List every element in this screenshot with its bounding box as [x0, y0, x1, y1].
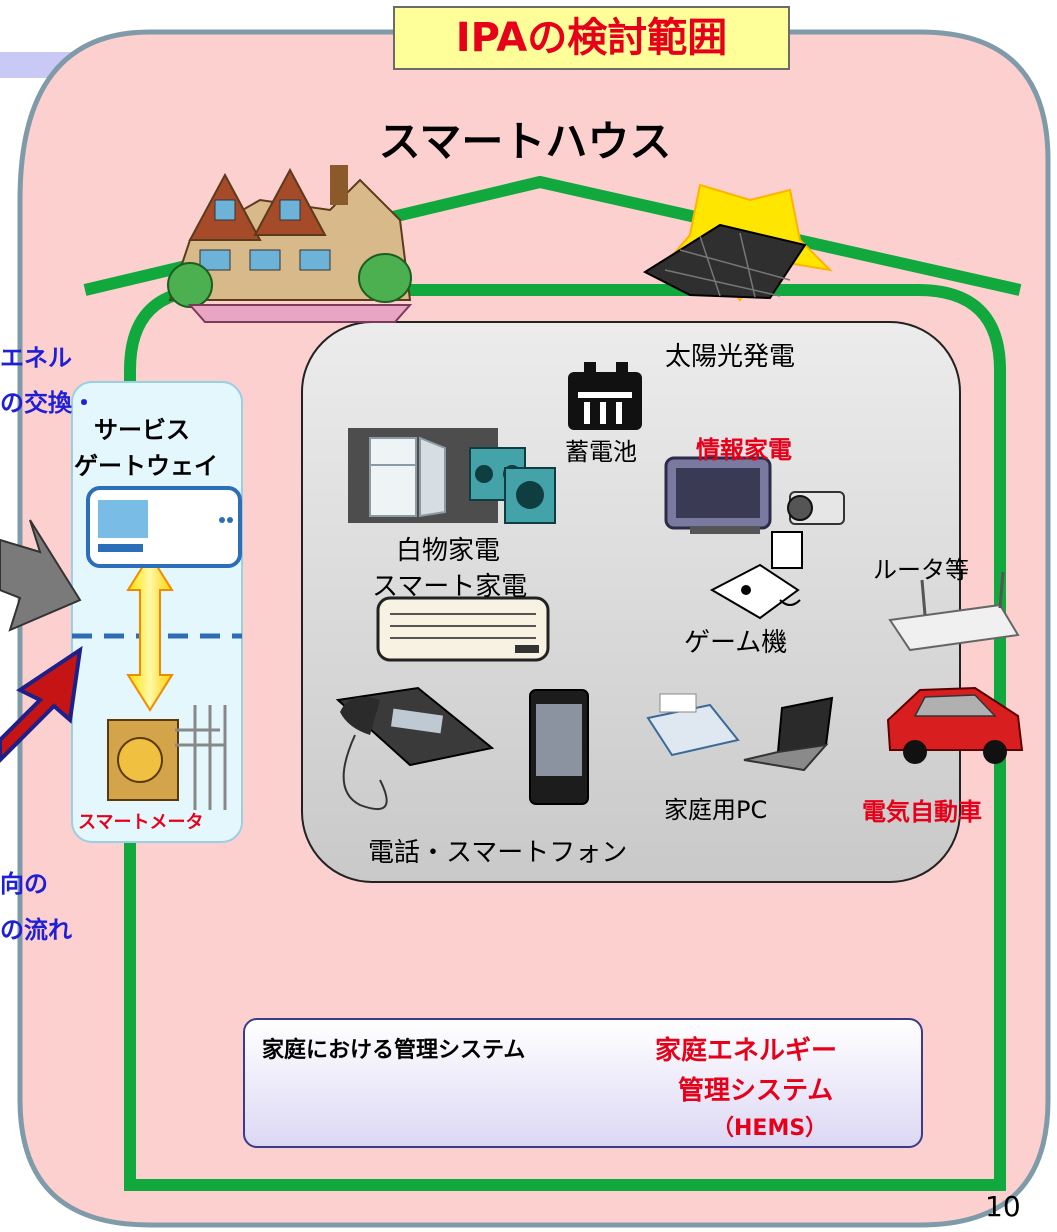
air-conditioner-icon	[376, 596, 550, 662]
camcorder-icon	[787, 491, 845, 525]
info-appliances-label: 情報家電	[696, 436, 792, 464]
left-top-label-1: エネル	[0, 344, 72, 372]
hems-label-3: （HEMS）	[712, 1116, 828, 1141]
white-goods-label: 白物家電	[396, 536, 501, 566]
gateway-device-icon	[86, 486, 242, 568]
router-label: ルータ等	[873, 556, 969, 584]
car-icon	[886, 686, 1024, 764]
laptop-icon	[743, 696, 834, 772]
game-label: ゲーム機	[684, 628, 788, 658]
page-number: 10	[985, 1190, 1021, 1223]
hems-label-1: 家庭エネルギー	[655, 1036, 838, 1066]
smart-meter-icon	[107, 705, 227, 810]
hems-label-2: 管理システム	[678, 1076, 834, 1106]
router-icon	[888, 571, 1020, 652]
left-top-label-2: の交換・	[0, 389, 96, 417]
gray-arrow-icon	[0, 519, 82, 632]
service-gw-label-2: ゲートウェイ	[74, 452, 218, 480]
fridge-icon	[348, 428, 498, 523]
phone-icon	[335, 686, 495, 810]
battery-icon	[568, 362, 642, 430]
left-bottom-label-1: 向の	[0, 870, 48, 898]
red-arrow-icon	[0, 645, 83, 763]
double-arrow-icon	[126, 553, 174, 712]
house-icon	[167, 165, 413, 323]
solar-panel-icon	[642, 183, 833, 302]
home-mgmt-label: 家庭における管理システム	[262, 1038, 526, 1063]
stereo-icon	[469, 447, 556, 524]
printer-icon	[646, 693, 740, 757]
smart-house-title: スマートハウス	[378, 117, 672, 166]
smart-appliances-label: スマート家電	[372, 572, 528, 602]
ev-label: 電気自動車	[862, 798, 982, 826]
service-gw-label-1: サービス	[94, 416, 190, 444]
game-console-icon	[709, 531, 803, 620]
battery-label: 蓄電池	[565, 438, 637, 466]
tv-icon	[664, 456, 772, 534]
phone-label: 電話・スマートフォン	[368, 838, 628, 868]
green-frame	[124, 284, 1006, 1191]
solar-label: 太陽光発電	[665, 342, 796, 372]
home-pc-label: 家庭用PC	[664, 796, 768, 824]
smart-meter-label: スマートメータ	[78, 812, 204, 833]
hems-box	[243, 1018, 923, 1148]
smartphone-icon	[529, 689, 589, 805]
page-title: IPAの検討範囲	[393, 6, 790, 70]
left-bottom-label-2: の流れ	[0, 916, 72, 944]
